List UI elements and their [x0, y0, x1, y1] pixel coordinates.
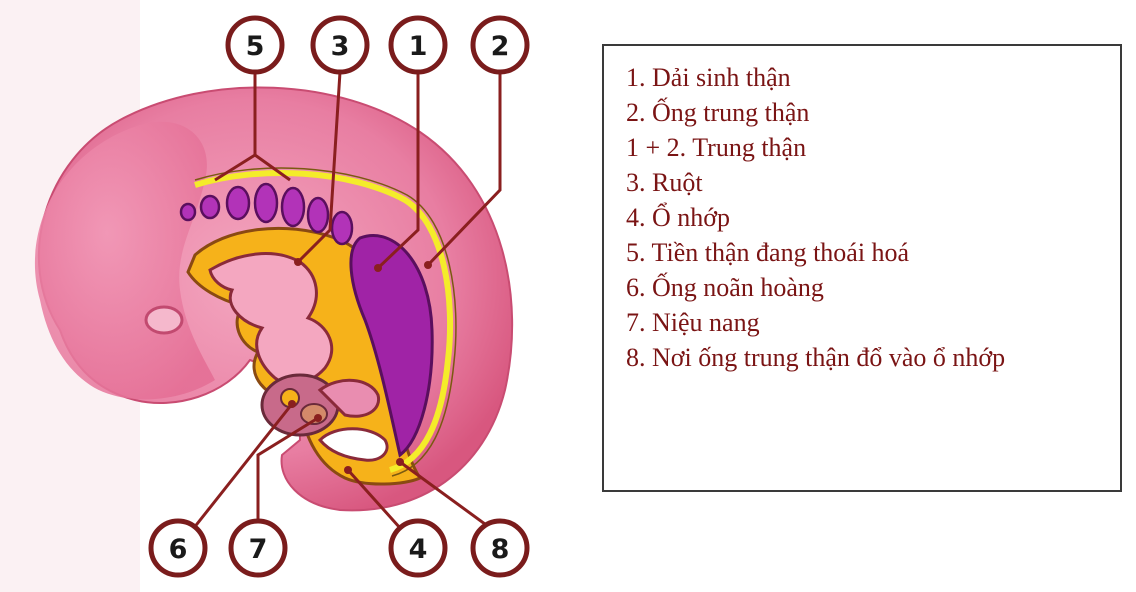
marker-5: 5 [225, 15, 285, 75]
optic-vesicle [144, 305, 184, 335]
legend-item-2: 2. Ống trung thận [626, 98, 810, 127]
pronephros-segments [179, 182, 354, 246]
legend-list: 1. Dải sinh thận 2. Ống trung thận 1 + 2… [604, 46, 1120, 375]
mesonephros-purple [349, 234, 434, 458]
legend-item-1: 1. Dải sinh thận [626, 63, 791, 92]
marker-1: 1 [388, 15, 448, 75]
svg-text:7: 7 [249, 534, 268, 565]
allantois [317, 427, 389, 462]
mesonephric-duct-outline [194, 167, 457, 477]
marker-4: 4 [388, 518, 448, 578]
svg-text:5: 5 [246, 31, 265, 62]
marker-7: 7 [228, 518, 288, 578]
leader-dots [288, 258, 432, 474]
svg-text:3: 3 [331, 31, 350, 62]
legend-item-6: 6. Ống noãn hoàng [626, 273, 824, 302]
svg-text:4: 4 [409, 534, 428, 565]
mesonephric-duct [194, 170, 454, 473]
legend-item-1-2: 1 + 2. Trung thận [626, 133, 807, 162]
svg-text:2: 2 [491, 31, 510, 62]
svg-text:8: 8 [491, 534, 510, 565]
legend-item-4: 4. Ổ nhớp [626, 203, 731, 232]
marker-3: 3 [310, 15, 370, 75]
marker-2: 2 [470, 15, 530, 75]
lower-gut-loop [317, 378, 381, 418]
svg-text:1: 1 [409, 31, 428, 62]
legend-item-5: 5. Tiền thận đang thoái hoá [626, 238, 910, 267]
legend-item-3: 3. Ruột [626, 168, 703, 197]
svg-text:6: 6 [169, 534, 188, 565]
marker-8: 8 [470, 518, 530, 578]
marker-6: 6 [148, 518, 208, 578]
legend-item-8: 8. Nơi ống trung thận đổ vào ổ nhớp [626, 343, 1006, 372]
legend-item-7: 7. Niệu nang [626, 308, 760, 337]
legend-box: 1. Dải sinh thận 2. Ống trung thận 1 + 2… [602, 44, 1122, 492]
